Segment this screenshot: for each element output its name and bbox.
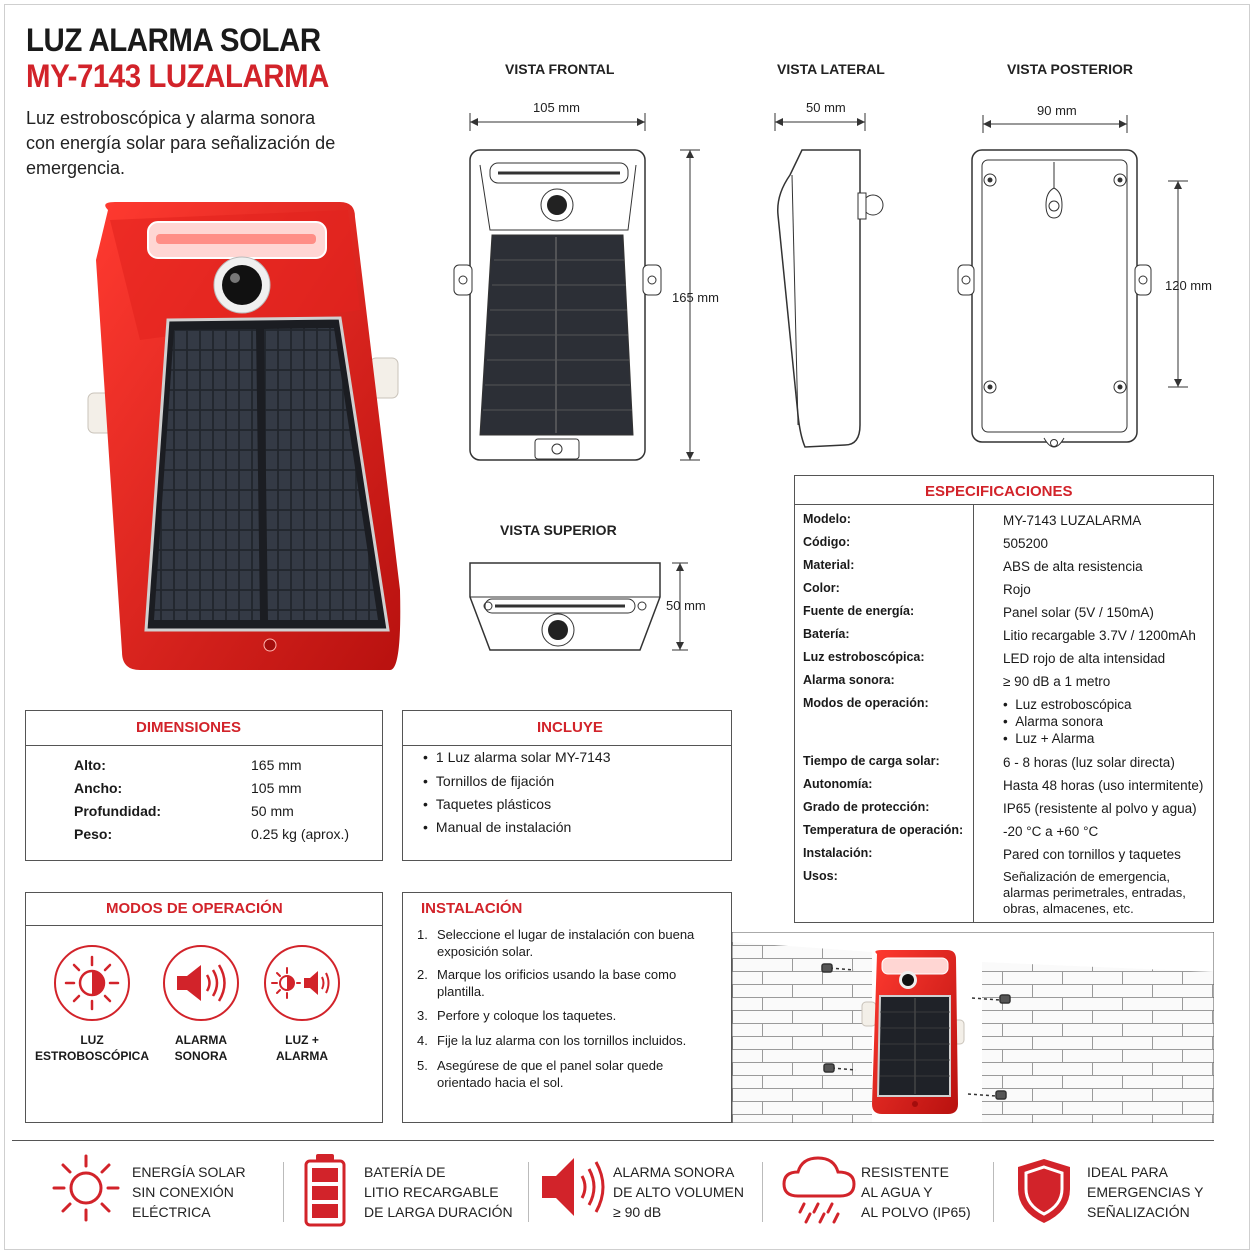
back-view-title: VISTA POSTERIOR	[1007, 61, 1134, 77]
front-height-dim: 165 mm	[672, 290, 719, 305]
product-image	[87, 202, 401, 670]
modes-list: • Luz estroboscópica • Alarma sonora • L…	[1003, 696, 1213, 747]
back-view-drawing	[957, 115, 1188, 448]
installation-box: INSTALACIÓN 1.Seleccione el lugar de ins…	[402, 892, 732, 1123]
mode-combined-label: LUZ +ALARMA	[276, 1033, 328, 1063]
back-width-dim: 90 mm	[1037, 103, 1077, 118]
specifications-header-divider	[795, 504, 1213, 505]
mode-list-item: • Luz + Alarma	[1003, 731, 1095, 746]
title-line-1: LUZ ALARMA SOLAR	[26, 22, 321, 58]
includes-title: INCLUYE	[537, 719, 603, 736]
specifications-column-divider	[973, 504, 974, 922]
sun-icon	[52, 1154, 120, 1222]
speaker-icon	[542, 1158, 605, 1216]
top-view-title: VISTA SUPERIOR	[500, 522, 617, 538]
front-width-dim: 105 mm	[533, 100, 580, 115]
feature-separator	[283, 1162, 284, 1222]
includes-item: 1 Luz alarma solar MY-7143	[423, 749, 611, 765]
front-view-title: VISTA FRONTAL	[505, 61, 615, 77]
features-divider	[12, 1140, 1214, 1141]
installation-title: INSTALACIÓN	[421, 900, 523, 917]
rain-cloud-icon	[782, 1156, 856, 1224]
mode-list-item: • Alarma sonora	[1003, 714, 1104, 729]
battery-icon	[304, 1154, 346, 1227]
specifications-box: ESPECIFICACIONES Modelo:MY-7143 LUZALARM…	[794, 475, 1214, 923]
tagline: Luz estroboscópica y alarma sonora con e…	[26, 108, 336, 178]
side-view-drawing	[774, 113, 884, 448]
feature-separator	[528, 1162, 529, 1222]
modes-divider	[26, 925, 382, 926]
modes-title: MODOS DE OPERACIÓN	[106, 900, 283, 917]
dimensions-title: DIMENSIONES	[136, 719, 242, 736]
specifications-title: ESPECIFICACIONES	[925, 483, 1073, 500]
siren-speaker-icon	[163, 945, 239, 1021]
side-view-title: VISTA LATERAL	[777, 61, 885, 77]
feature-separator	[993, 1162, 994, 1222]
front-view-drawing	[453, 113, 700, 461]
includes-item: Tornillos de fijación	[423, 773, 554, 789]
shield-icon	[1018, 1159, 1070, 1223]
side-depth-dim: 50 mm	[806, 100, 846, 115]
includes-divider	[403, 745, 731, 746]
includes-item: Taquetes plásticos	[423, 796, 551, 812]
back-height-dim: 120 mm	[1165, 278, 1212, 293]
top-view-drawing	[469, 562, 688, 651]
top-depth-dim: 50 mm	[666, 598, 706, 613]
includes-box: INCLUYE 1 Luz alarma solar MY-7143 Torni…	[402, 710, 732, 861]
light-and-alarm-icon	[264, 945, 340, 1021]
strobe-light-icon	[54, 945, 130, 1021]
wall-mounting-illustration	[732, 932, 1214, 1123]
mode-list-item: • Luz estroboscópica	[1003, 697, 1132, 712]
feature-separator	[762, 1162, 763, 1222]
dimensions-divider	[26, 745, 382, 746]
includes-item: Manual de instalación	[423, 819, 571, 835]
page-frame	[4, 4, 1250, 1250]
title-line-2: MY-7143 LUZALARMA	[26, 58, 329, 94]
dimensions-box: DIMENSIONES Alto:165 mm Ancho:105 mm Pro…	[25, 710, 383, 861]
